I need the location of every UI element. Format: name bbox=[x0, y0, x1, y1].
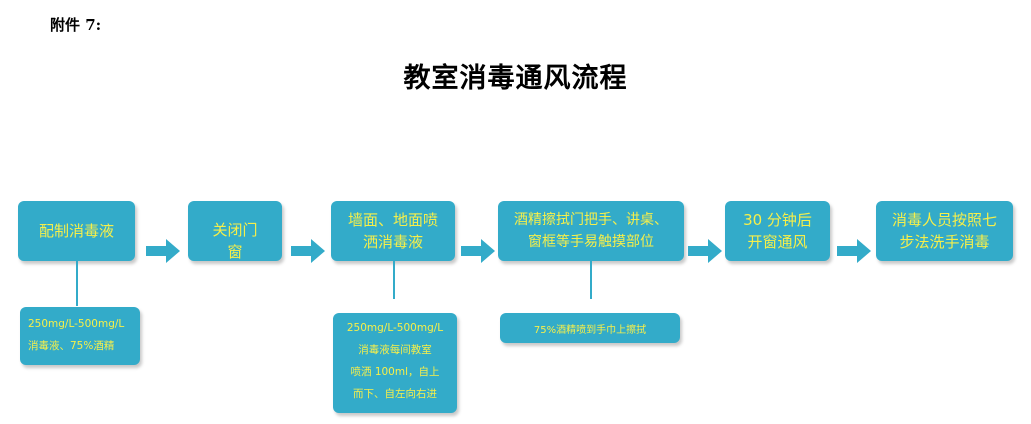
step-2-line-1: 关闭门 bbox=[212, 221, 258, 239]
arrow-right-icon bbox=[688, 239, 722, 263]
step-6-box: 消毒人员按照七 步法洗手消毒 bbox=[876, 201, 1013, 261]
step-6-line-1: 消毒人员按照七 bbox=[891, 211, 997, 229]
arrow-right-icon bbox=[291, 239, 325, 263]
step-4-line-1: 酒精擦拭门把手、讲桌、 bbox=[514, 212, 668, 228]
step-1-box: 配制消毒液 bbox=[18, 201, 135, 261]
step-3-connector bbox=[393, 261, 395, 299]
arrow-right-icon bbox=[146, 239, 180, 263]
step-2-line-2: 窗 bbox=[227, 243, 243, 261]
step-5-line-1: 30 分钟后 bbox=[743, 211, 812, 229]
step-4-line-2: 窗框等手易触摸部位 bbox=[528, 234, 654, 250]
step-1-line-1: 配制消毒液 bbox=[38, 222, 114, 240]
step-5-box: 30 分钟后 开窗通风 bbox=[725, 201, 830, 261]
step-3-line-2: 洒消毒液 bbox=[362, 233, 423, 251]
step-2-box: 关闭门 窗 bbox=[188, 201, 282, 261]
note-2-line-4: 而下、自左向右进 bbox=[353, 388, 437, 400]
arrow-right-icon bbox=[837, 239, 871, 263]
step-3-box: 墙面、地面喷 洒消毒液 bbox=[331, 201, 455, 261]
note-1-line-1: 250mg/L-500mg/L bbox=[28, 318, 125, 330]
note-2-line-2: 消毒液每间教室 bbox=[358, 344, 432, 356]
step-4-box: 酒精擦拭门把手、讲桌、 窗框等手易触摸部位 bbox=[498, 201, 684, 261]
page-title: 教室消毒通风流程 bbox=[403, 63, 628, 94]
note-2-line-3: 喷洒 100ml，自上 bbox=[350, 366, 440, 378]
note-2-line-1: 250mg/L-500mg/L bbox=[346, 322, 444, 334]
note-3-box: 75%酒精喷到手巾上擦拭 bbox=[500, 313, 680, 343]
note-1-line-2: 消毒液、75%酒精 bbox=[28, 340, 115, 352]
step-5-line-2: 开窗通风 bbox=[747, 233, 808, 251]
step-3-line-1: 墙面、地面喷 bbox=[347, 211, 438, 229]
arrow-right-icon bbox=[461, 239, 495, 263]
note-1-box: 250mg/L-500mg/L 消毒液、75%酒精 bbox=[20, 307, 140, 365]
annex-label: 附件 7: bbox=[50, 16, 102, 34]
note-3-line-1: 75%酒精喷到手巾上擦拭 bbox=[533, 325, 647, 336]
step-4-connector bbox=[590, 261, 592, 299]
step-1-connector bbox=[76, 261, 78, 306]
step-6-line-2: 步法洗手消毒 bbox=[899, 233, 990, 251]
note-2-box: 250mg/L-500mg/L 消毒液每间教室 喷洒 100ml，自上 而下、自… bbox=[333, 313, 457, 413]
